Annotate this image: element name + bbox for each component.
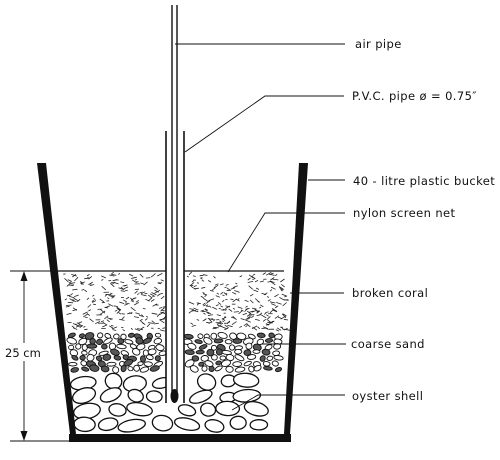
bucket-bottom (69, 434, 291, 442)
air-pipe-label: air pipe (355, 37, 402, 51)
air-stone (171, 389, 179, 403)
bucket-right-wall (284, 163, 308, 434)
coral-label: broken coral (352, 286, 428, 300)
dimension-arrow-top (21, 271, 28, 281)
pipes (166, 5, 184, 403)
depth-label: 25 cm (5, 346, 41, 360)
pvc-pipe-label: P.V.C. pipe ø = 0.75″ (352, 89, 477, 103)
leader-lines (175, 44, 346, 410)
screen-leader (228, 213, 345, 272)
oyster-label: oyster shell (352, 389, 423, 403)
sand-label: coarse sand (351, 337, 425, 351)
dimension-arrow-bottom (21, 431, 28, 441)
screen-label: nylon screen net (353, 206, 456, 220)
pvc-pipe-leader (185, 96, 344, 152)
pvc-pipe-body (166, 131, 184, 403)
bucket-label: 40 - litre plastic bucket (353, 174, 495, 188)
